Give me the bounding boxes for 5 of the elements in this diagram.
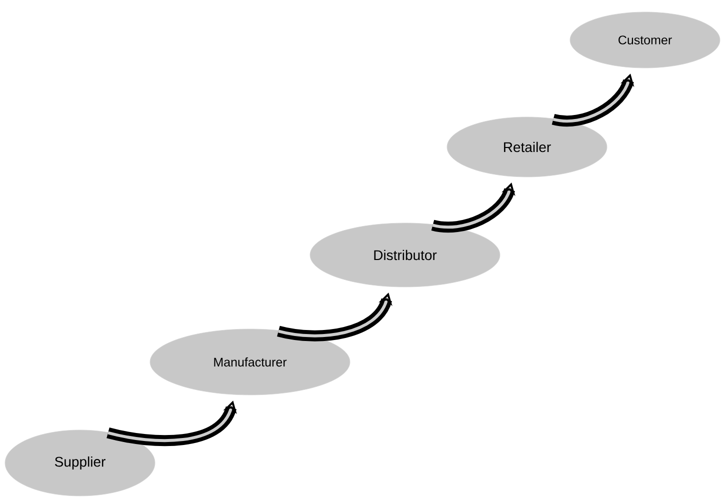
ellipse-node: Distributor [310, 222, 500, 288]
ellipse-node: Customer [570, 12, 720, 68]
ellipse-node: Retailer [446, 116, 608, 178]
ellipse-node: Supplier [4, 430, 156, 496]
ellipse-node: Manufacturer [150, 328, 350, 396]
